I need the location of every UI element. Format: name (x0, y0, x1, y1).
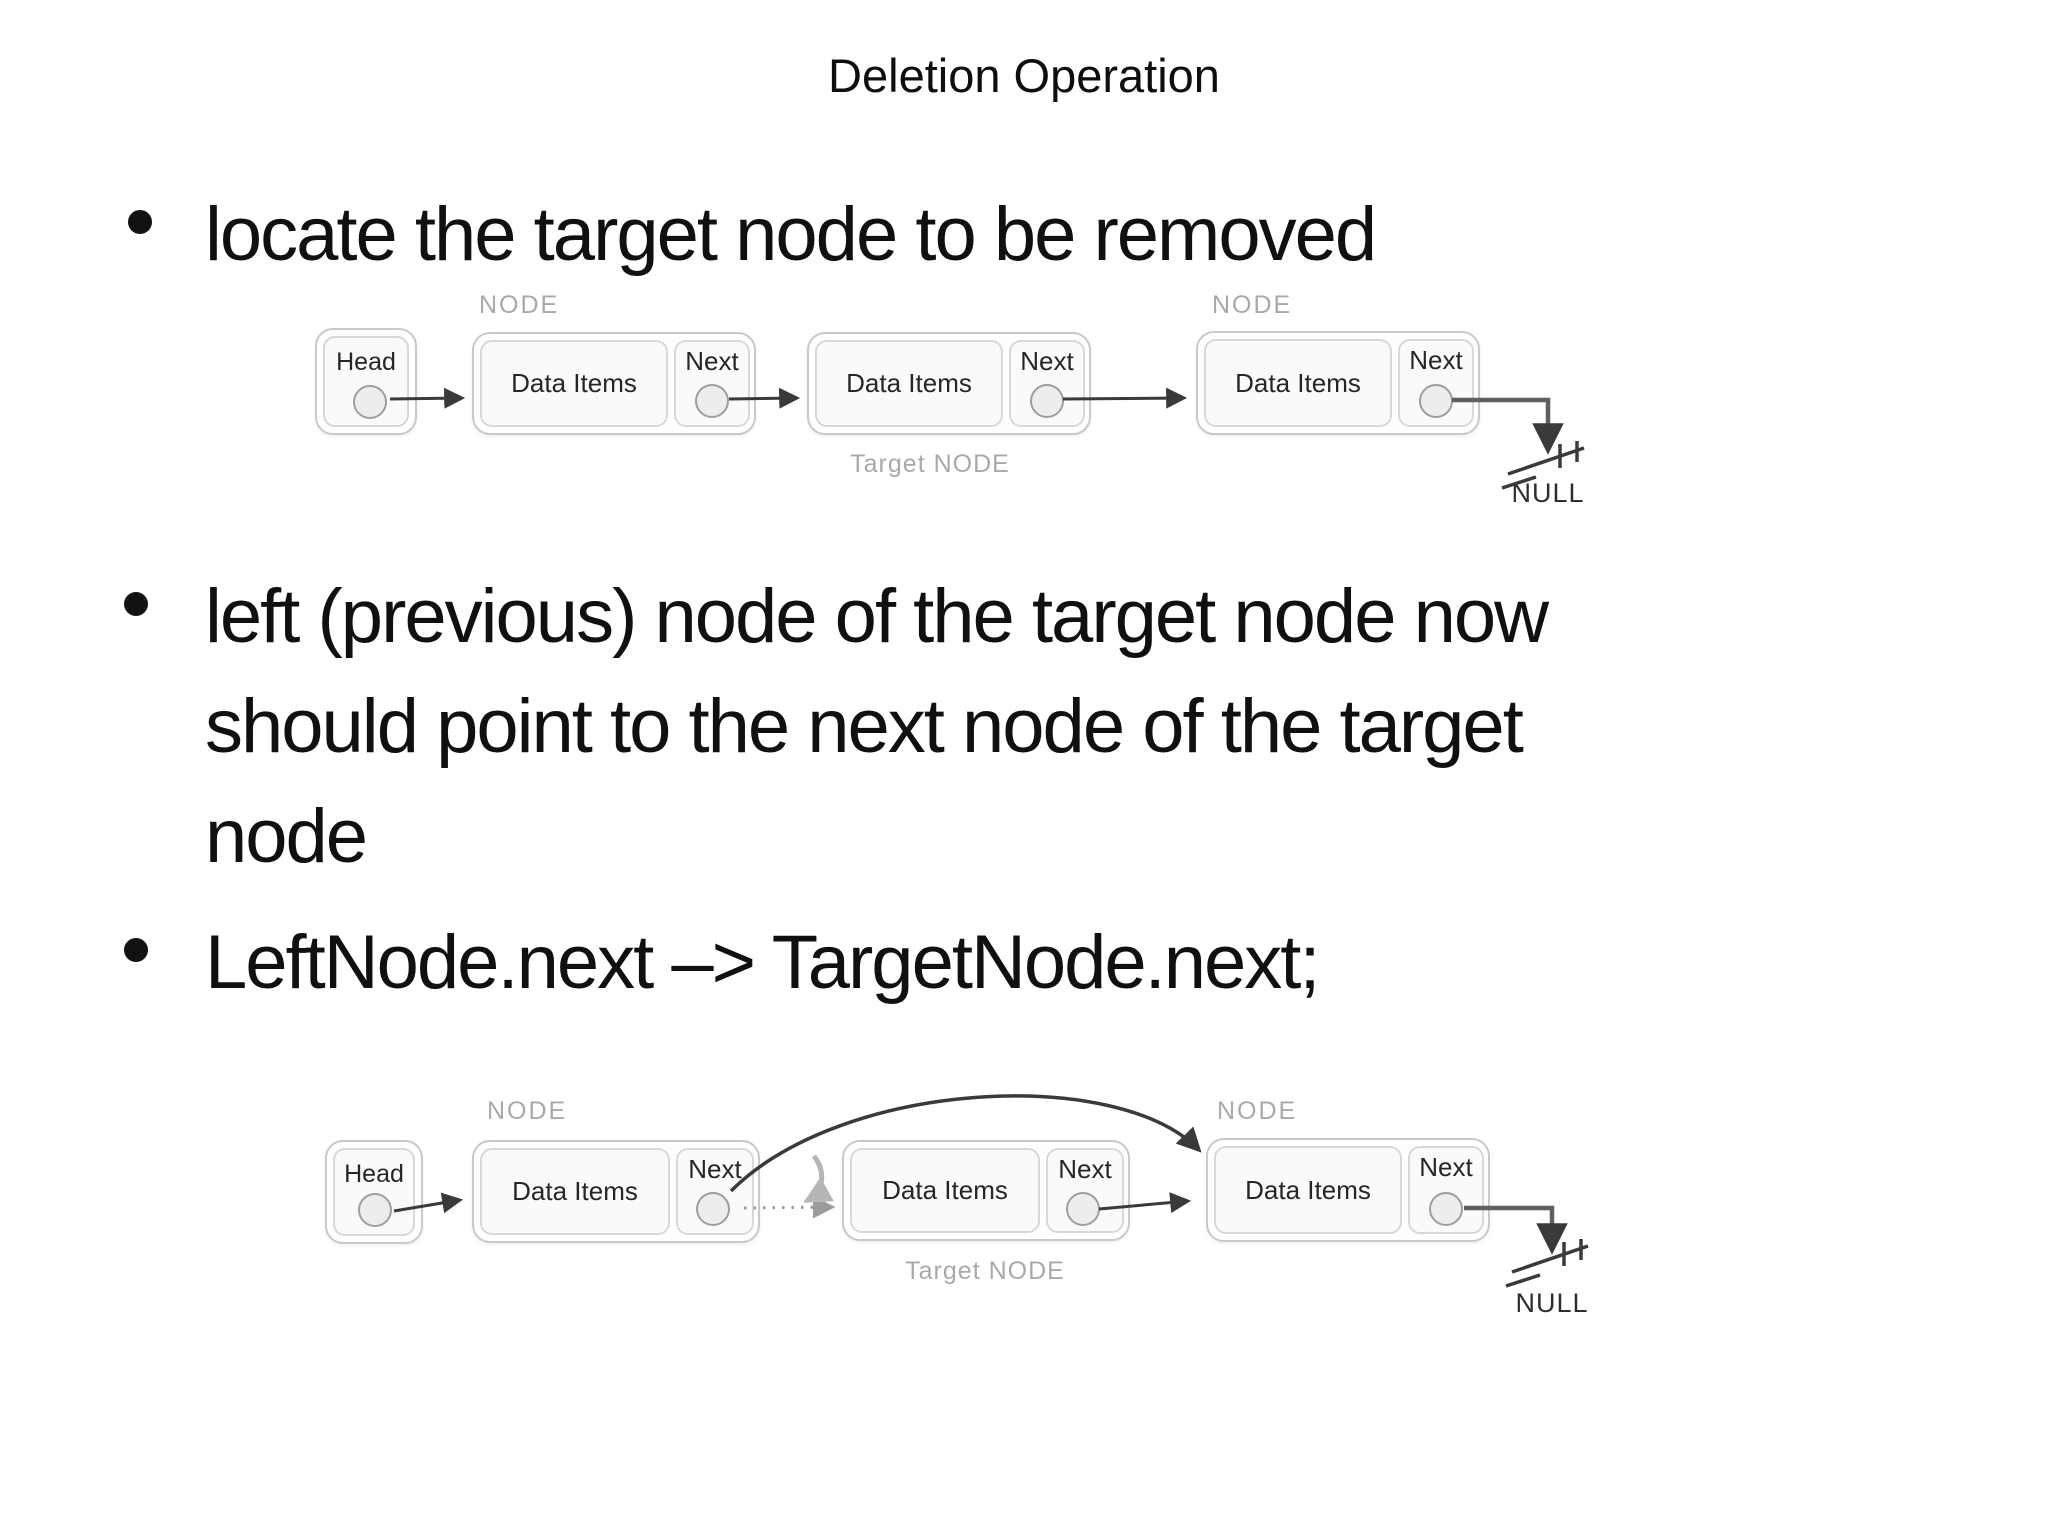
diagram2-node-1: Data Items Next (472, 1140, 760, 1243)
data-items-cell: Data Items (850, 1148, 1040, 1233)
target-node-label: Target NODE (905, 1257, 1065, 1285)
next-pointer-circle (696, 1192, 730, 1226)
head-box: Head (315, 328, 417, 435)
bullet-2-text: left (previous) node of the target node … (205, 562, 1549, 892)
next-label: Next (685, 346, 739, 376)
diagram1-node-1: Data Items Next (472, 332, 756, 435)
diagram2-node-3: Data Items Next (1206, 1138, 1490, 1242)
next-pointer-circle (1066, 1192, 1100, 1226)
next-pointer-circle (1429, 1192, 1463, 1226)
data-items-label: Data Items (512, 1176, 638, 1206)
target-node-label: Target NODE (850, 450, 1010, 478)
data-items-cell: Data Items (480, 340, 668, 427)
bullet-2-line-1: left (previous) node of the target node … (205, 574, 1549, 659)
bullet-3-text: LeftNode.next –> TargetNode.next; (205, 920, 1321, 1005)
head-label: Head (336, 348, 396, 376)
next-pointer-circle (695, 384, 729, 418)
next-pointer-circle (1030, 384, 1064, 418)
diagram1-node-2-target: Data Items Next (807, 332, 1091, 435)
bullet-2-line-2: should point to the next node of the tar… (205, 684, 1524, 769)
data-items-label: Data Items (846, 368, 972, 398)
diagram1-node-3: Data Items Next (1196, 331, 1480, 435)
bullet-dot (128, 210, 152, 234)
next-label: Next (688, 1154, 742, 1184)
head-box: Head (325, 1140, 423, 1244)
bullet-dot (124, 938, 148, 962)
bullet-2-line-3: node (205, 794, 368, 879)
data-items-label: Data Items (1235, 367, 1361, 398)
node-label: NODE (487, 1097, 568, 1125)
data-items-cell: Data Items (480, 1148, 670, 1235)
next-label: Next (1409, 345, 1463, 375)
pointer-swing-hook-arrow (803, 1154, 834, 1203)
next-pointer-circle (1419, 384, 1453, 418)
bullet-dot (124, 592, 148, 616)
next-label: Next (1020, 346, 1074, 376)
null-label: NULL (1511, 478, 1585, 508)
data-items-cell: Data Items (815, 340, 1003, 427)
node-label: NODE (479, 291, 560, 319)
data-items-label: Data Items (1245, 1174, 1371, 1205)
next-label: Next (1419, 1152, 1473, 1182)
slide-title: Deletion Operation (828, 49, 1220, 102)
diagram2-node-2-target: Data Items Next (842, 1140, 1130, 1241)
null-label: NULL (1515, 1288, 1589, 1318)
head-pointer-circle (353, 385, 387, 419)
data-items-cell: Data Items (1214, 1146, 1402, 1234)
bullet-1-text: locate the target node to be removed (205, 192, 1377, 277)
null-ground-symbol (1505, 1239, 1589, 1288)
head-pointer-circle (358, 1193, 392, 1227)
data-items-label: Data Items (511, 368, 637, 398)
head-label: Head (344, 1160, 404, 1188)
node-label: NODE (1217, 1097, 1298, 1125)
data-items-cell: Data Items (1204, 339, 1392, 427)
node-label: NODE (1212, 291, 1293, 319)
next-label: Next (1058, 1154, 1112, 1184)
data-items-label: Data Items (882, 1175, 1008, 1205)
